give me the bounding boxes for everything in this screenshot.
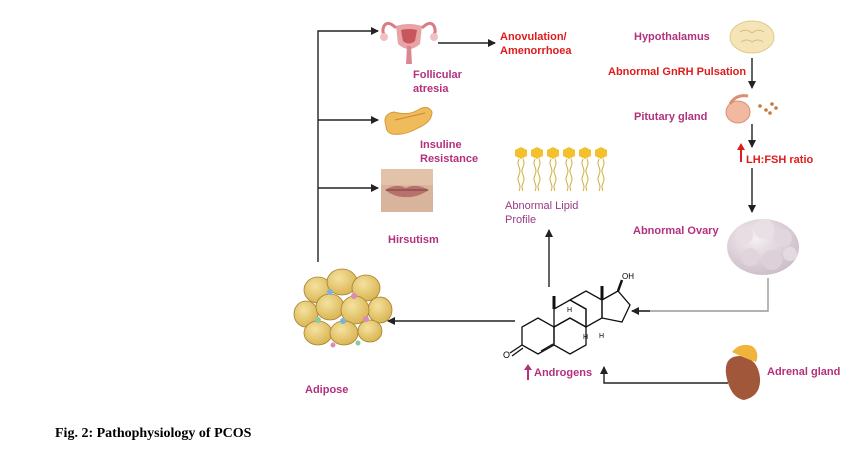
arrow-adrenal-to-steroid (600, 366, 728, 384)
increase-arrow-icon (524, 364, 532, 380)
adipose-icon (293, 268, 393, 348)
h-label-3: H (599, 333, 604, 340)
adrenal-gland-label: Adrenal gland (767, 366, 841, 378)
ovary-icon (727, 219, 799, 275)
oxygen-label: O (503, 350, 510, 360)
pituitary-icon (725, 94, 778, 124)
steroid-structure (509, 279, 631, 357)
lips-icon (381, 169, 433, 212)
increase-arrow-icon (737, 143, 745, 162)
lhfsh-label: LH:FSH ratio (746, 154, 814, 166)
anovulation-label: Anovulation/ Amenorrhoea (500, 31, 572, 57)
pancreas-icon (384, 106, 433, 135)
insuline-resistance-label: Insuline Resistance (420, 139, 479, 165)
androgens-label: Androgens (534, 367, 593, 379)
arrow-ovary-to-steroid (632, 278, 769, 312)
pituitary-label: Pitutary gland (634, 111, 708, 123)
h-label-1: H (567, 307, 572, 314)
adipose-label: Adipose (305, 384, 349, 396)
follicular-atresia-label: Follicular atresia (413, 69, 462, 95)
adrenal-icon (725, 344, 761, 400)
hypothalamus-label: Hypothalamus (634, 31, 710, 43)
lipid-bilayer-icon (515, 147, 607, 192)
abnormal-ovary-label: Abnormal Ovary (633, 225, 719, 237)
lipid-profile-label: Abnormal Lipid Profile (505, 200, 579, 226)
hirsutism-label: Hirsutism (388, 234, 439, 246)
oh-label: OH (622, 272, 634, 281)
h-label-2: H (583, 334, 588, 341)
adipose-feedback-arrows (317, 27, 379, 262)
gnrh-label: Abnormal GnRH Pulsation (608, 66, 747, 78)
uterus-icon (380, 21, 438, 64)
figure-caption: Fig. 2: Pathophysiology of PCOS (55, 426, 252, 441)
brain-icon (729, 20, 775, 54)
